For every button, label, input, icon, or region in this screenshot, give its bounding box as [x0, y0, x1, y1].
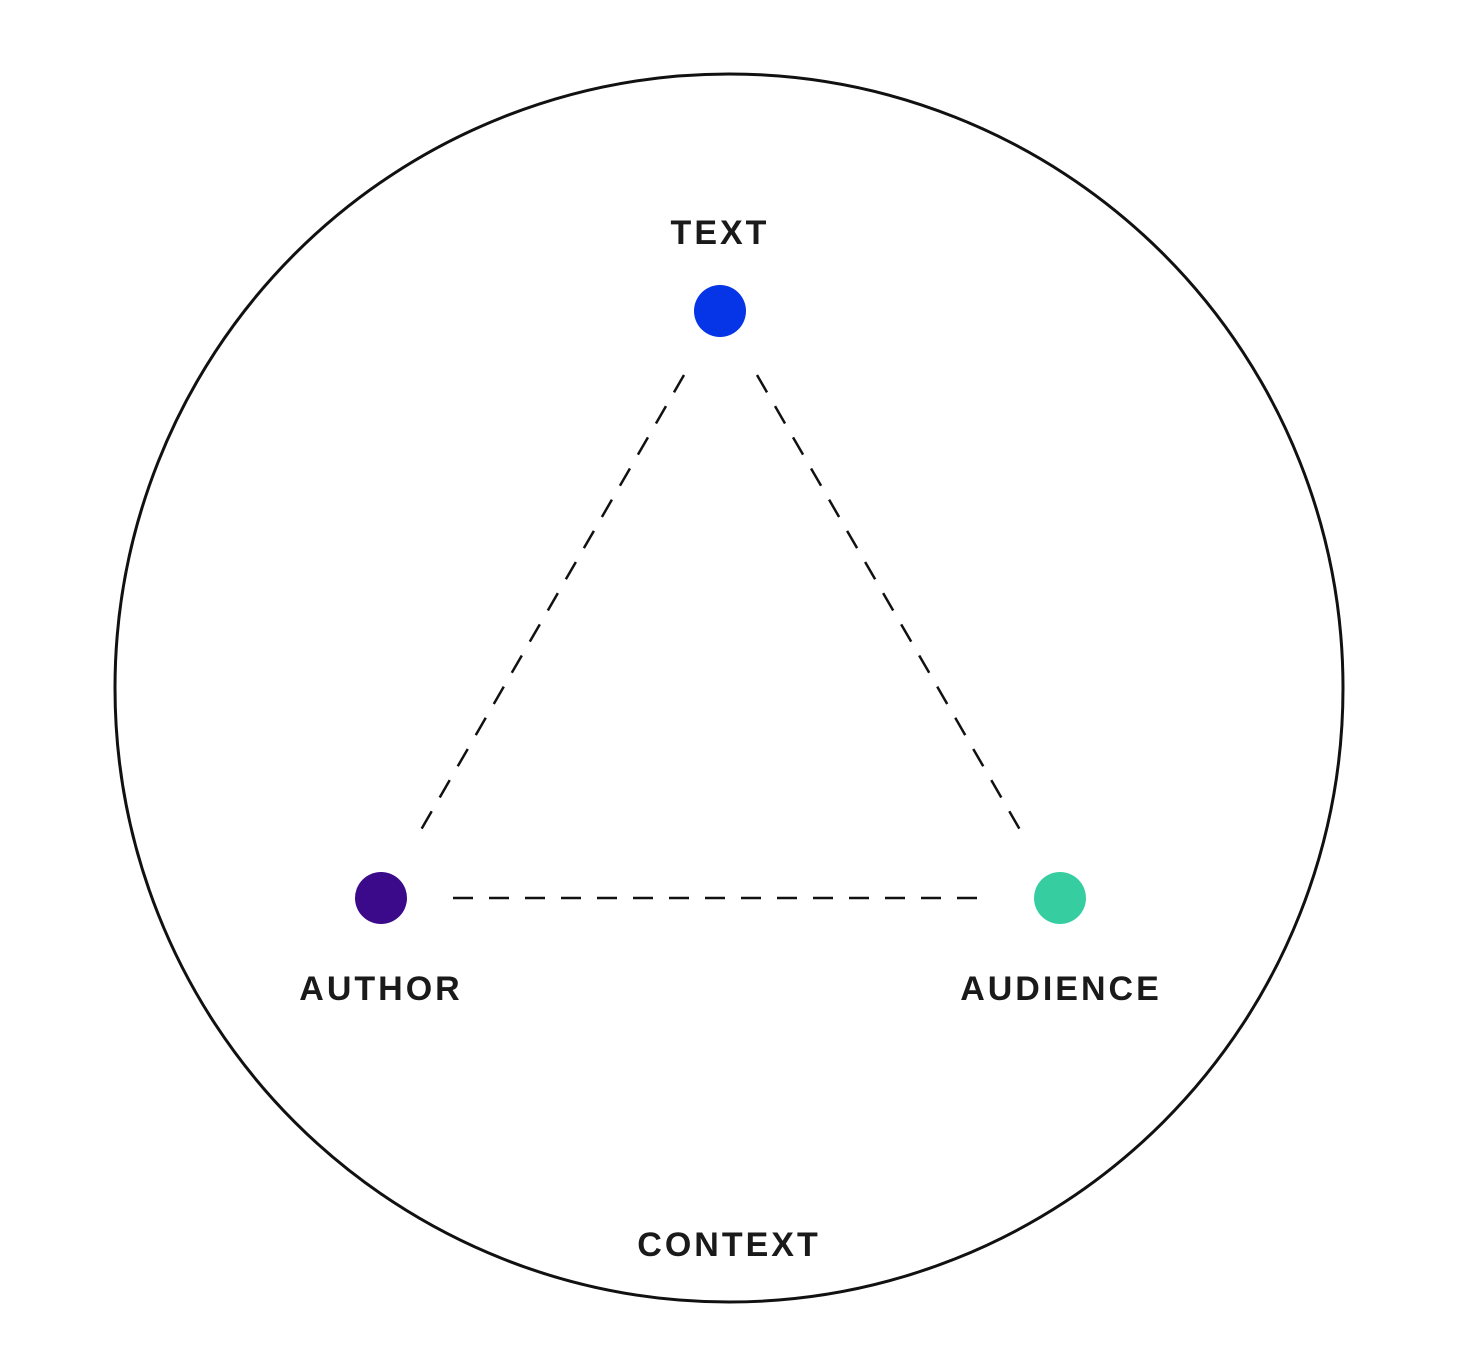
context-boundary [113, 72, 1345, 1304]
audience-node-label: AUDIENCE [960, 970, 1162, 1008]
connector-text-audience [755, 374, 1025, 836]
text-node-dot [694, 285, 746, 337]
audience-node-dot [1034, 872, 1086, 924]
text-node-label: TEXT [671, 214, 770, 252]
connector-text-author [416, 374, 686, 836]
author-node-label: AUTHOR [299, 970, 462, 1008]
context-label: CONTEXT [637, 1226, 820, 1264]
author-node-dot [355, 872, 407, 924]
